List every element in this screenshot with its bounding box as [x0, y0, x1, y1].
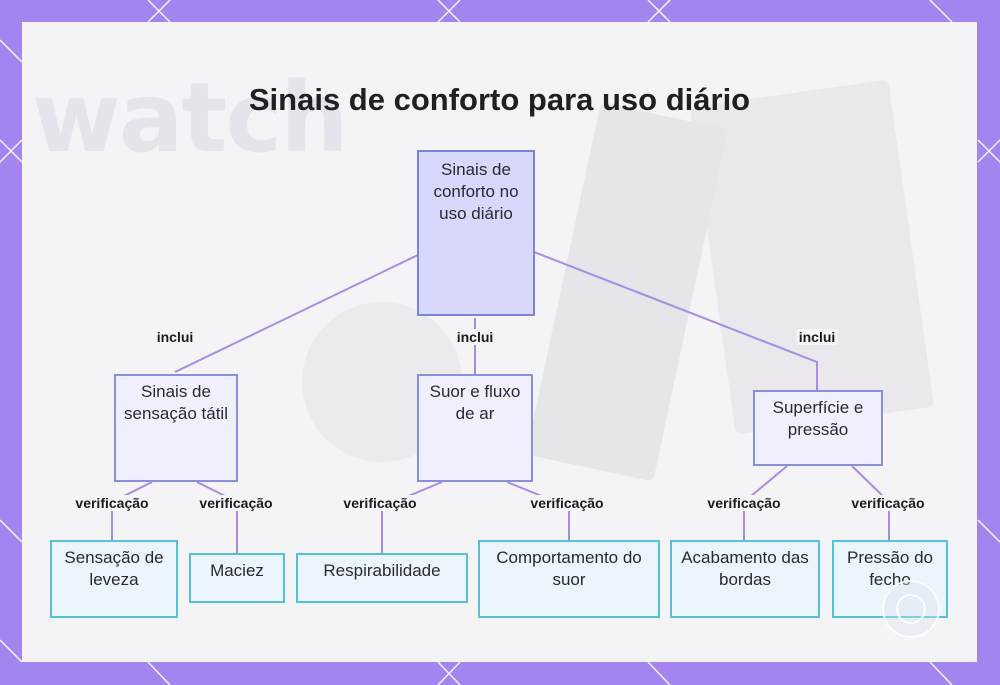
edge-branch-2-to-leaf-2: [506, 481, 570, 540]
edge-label-verification: verificação: [197, 495, 275, 511]
branch-node-label: Suor e fluxo de ar: [429, 382, 521, 423]
badge-icon: [882, 580, 940, 638]
edge-label-includes: inclui: [454, 329, 496, 345]
leaf-node-label: Comportamento do suor: [496, 548, 642, 589]
edge-label-verification: verificação: [849, 495, 927, 511]
edge-root-to-branch-3: [533, 251, 818, 390]
branch-node-label: Sinais de sensação tátil: [124, 382, 228, 423]
leaf-node-label: Maciez: [210, 561, 264, 580]
leaf-node-label: Acabamento das bordas: [681, 548, 809, 589]
branch-node-surface-pressure: Superfície e pressão: [753, 390, 883, 466]
edge-branch-1-to-leaf-2: [196, 481, 238, 553]
leaf-node-label: Pressão do fecho: [847, 548, 933, 589]
edge-branch-1-to-leaf-1: [111, 481, 153, 540]
leaf-node-label: Respirabilidade: [323, 561, 441, 580]
leaf-node-label: Sensação de leveza: [64, 548, 164, 589]
root-node: Sinais de conforto no uso diário: [417, 150, 535, 316]
edge-label-includes: inclui: [796, 329, 838, 345]
edge-label-verification: verificação: [341, 495, 419, 511]
background-watermark: watch: [32, 62, 349, 174]
edge-root-to-branch-1: [174, 253, 421, 373]
edge-label-verification: verificação: [705, 495, 783, 511]
branch-node-sweat-airflow: Suor e fluxo de ar: [417, 374, 533, 482]
leaf-node-softness: Maciez: [189, 553, 285, 603]
edge-label-verification: verificação: [528, 495, 606, 511]
leaf-node-sweat-behavior: Comportamento do suor: [478, 540, 660, 618]
diagram-title: Sinais de conforto para uso diário: [248, 82, 751, 117]
badge-inner-ring: [896, 594, 926, 624]
branch-node-label: Superfície e pressão: [772, 398, 864, 439]
leaf-node-lightness: Sensação de leveza: [50, 540, 178, 618]
leaf-node-breathability: Respirabilidade: [296, 553, 468, 603]
diagram-card: watch Sinais de conforto para uso diário…: [22, 22, 977, 662]
edge-label-verification: verificação: [73, 495, 151, 511]
leaf-node-edge-finish: Acabamento das bordas: [670, 540, 820, 618]
root-node-label: Sinais de conforto no uso diário: [433, 160, 519, 223]
branch-node-tactile: Sinais de sensação tátil: [114, 374, 238, 482]
edge-label-includes: inclui: [154, 329, 196, 345]
